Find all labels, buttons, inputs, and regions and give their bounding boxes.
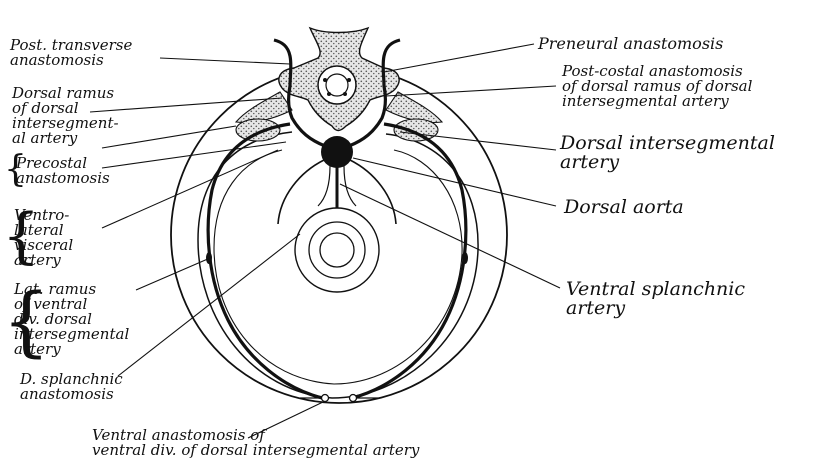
- label-dorsal-ramus: Dorsal ramus of dorsal intersegment- al …: [12, 86, 119, 146]
- ganglion-left: [236, 119, 280, 141]
- label-preneural-anastomosis: Preneural anastomosis: [538, 36, 723, 52]
- label-lat-ramus: Lat. ramus of ventral div. dorsal inters…: [14, 282, 129, 357]
- label-dorsal-intersegmental-artery: Dorsal intersegmental artery: [560, 134, 775, 172]
- gut-outer: [295, 208, 379, 292]
- ganglion-right: [394, 119, 438, 141]
- ventral-anastomosis-right: [350, 395, 357, 402]
- label-post-costal-anastomosis: Post-costal anastomosis of dorsal ramus …: [562, 64, 752, 109]
- label-ventrolateral-visceral-artery: Ventro- lateral visceral artery: [14, 208, 73, 268]
- dorsal-aorta: [321, 136, 353, 168]
- label-post-transverse-anastomosis: Post. transverse anastomosis: [10, 38, 132, 68]
- label-ventral-splanchnic-artery: Ventral splanchnic artery: [566, 280, 745, 318]
- label-d-splanchnic-anastomosis: D. splanchnic anastomosis: [20, 372, 123, 402]
- label-ventral-anastomosis: Ventral anastomosis of ventral div. of d…: [92, 428, 419, 458]
- label-dorsal-aorta: Dorsal aorta: [564, 198, 684, 217]
- label-precostal-anastomosis: Precostal anastomosis: [16, 156, 110, 186]
- ventral-anastomosis-left: [322, 395, 329, 402]
